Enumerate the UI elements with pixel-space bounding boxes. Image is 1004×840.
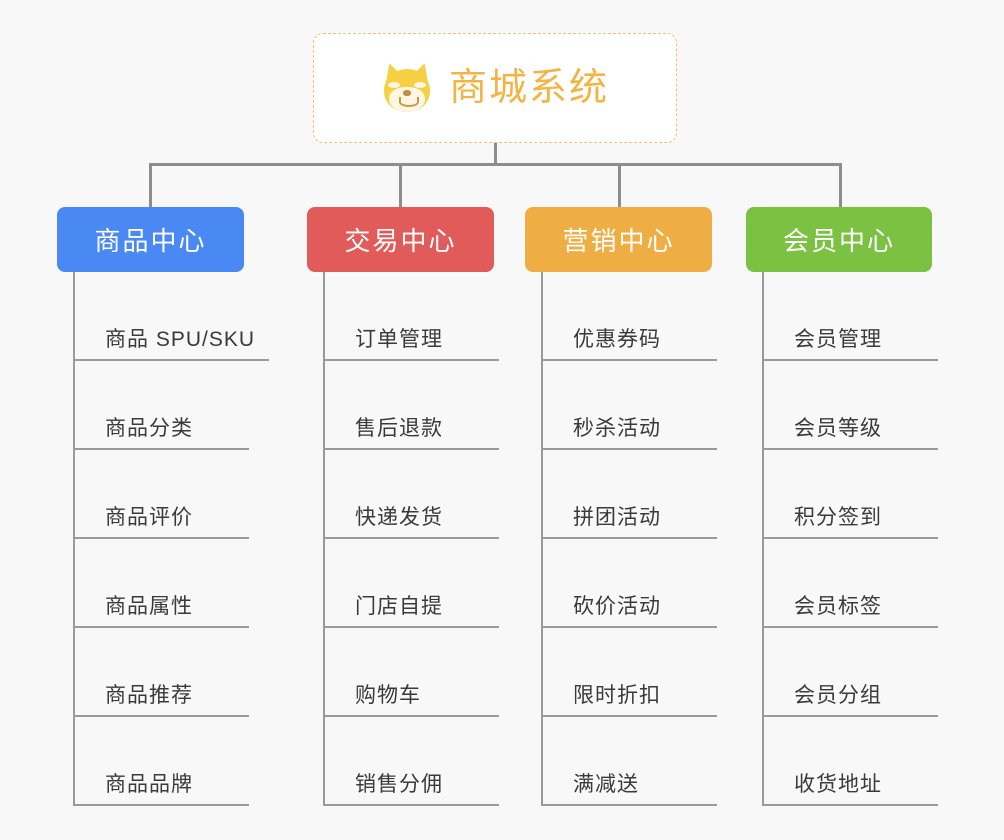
- branch-column-member: 会员中心 会员管理 会员等级 积分签到 会员标签 会员分组 收货地址: [746, 207, 938, 806]
- branch-header-label: 营销中心: [562, 226, 675, 256]
- leaf-item[interactable]: 限时折扣: [543, 628, 717, 717]
- leaf-label: 秒杀活动: [543, 412, 717, 450]
- leaf-label: 限时折扣: [543, 679, 717, 717]
- branch-header-trade[interactable]: 交易中心: [307, 207, 494, 272]
- connector-drop-3: [618, 163, 621, 208]
- branch-header-label: 会员中心: [782, 226, 895, 256]
- leaf-label: 购物车: [325, 679, 499, 717]
- leaf-label: 订单管理: [325, 323, 499, 361]
- leaf-label: 拼团活动: [543, 501, 717, 539]
- leaf-item[interactable]: 优惠券码: [543, 272, 717, 361]
- leaf-item[interactable]: 会员分组: [764, 628, 938, 717]
- branch-items-trade: 订单管理 售后退款 快递发货 门店自提 购物车 销售分佣: [323, 272, 499, 806]
- branch-column-trade: 交易中心 订单管理 售后退款 快递发货 门店自提 购物车 销售分佣: [307, 207, 499, 806]
- connector-horizontal-bus: [149, 163, 842, 166]
- branch-header-marketing[interactable]: 营销中心: [525, 207, 712, 272]
- leaf-item[interactable]: 拼团活动: [543, 450, 717, 539]
- leaf-label: 商品属性: [75, 590, 249, 628]
- branch-column-product: 商品中心 商品 SPU/SKU 商品分类 商品评价 商品属性 商品推荐 商品品牌: [57, 207, 270, 806]
- leaf-item[interactable]: 快递发货: [325, 450, 499, 539]
- leaf-label: 商品 SPU/SKU: [75, 323, 270, 361]
- leaf-item[interactable]: 满减送: [543, 717, 717, 806]
- branch-header-label: 交易中心: [344, 226, 457, 256]
- leaf-item[interactable]: 收货地址: [764, 717, 938, 806]
- leaf-label: 收货地址: [764, 768, 938, 806]
- branch-items-product: 商品 SPU/SKU 商品分类 商品评价 商品属性 商品推荐 商品品牌: [73, 272, 270, 806]
- leaf-label: 会员标签: [764, 590, 938, 628]
- leaf-item[interactable]: 商品评价: [75, 450, 269, 539]
- leaf-label: 商品推荐: [75, 679, 249, 717]
- connector-drop-1: [149, 163, 152, 208]
- branch-column-marketing: 营销中心 优惠券码 秒杀活动 拼团活动 砍价活动 限时折扣 满减送: [525, 207, 717, 806]
- leaf-item[interactable]: 商品推荐: [75, 628, 269, 717]
- leaf-label: 会员管理: [764, 323, 938, 361]
- leaf-item[interactable]: 购物车: [325, 628, 499, 717]
- leaf-label: 优惠券码: [543, 323, 717, 361]
- leaf-label: 满减送: [543, 768, 717, 806]
- root-node[interactable]: 商城系统: [313, 33, 677, 143]
- leaf-item[interactable]: 商品属性: [75, 539, 269, 628]
- leaf-label: 商品评价: [75, 501, 249, 539]
- leaf-item[interactable]: 秒杀活动: [543, 361, 717, 450]
- leaf-item[interactable]: 积分签到: [764, 450, 938, 539]
- leaf-item[interactable]: 会员标签: [764, 539, 938, 628]
- leaf-item[interactable]: 商品品牌: [75, 717, 269, 806]
- leaf-label: 会员等级: [764, 412, 938, 450]
- leaf-label: 销售分佣: [325, 768, 499, 806]
- branch-items-marketing: 优惠券码 秒杀活动 拼团活动 砍价活动 限时折扣 满减送: [541, 272, 717, 806]
- connector-drop-2: [399, 163, 402, 208]
- branch-header-label: 商品中心: [94, 226, 207, 256]
- root-title: 商城系统: [448, 67, 609, 109]
- leaf-item[interactable]: 销售分佣: [325, 717, 499, 806]
- leaf-item[interactable]: 商品分类: [75, 361, 269, 450]
- leaf-item[interactable]: 砍价活动: [543, 539, 717, 628]
- connector-drop-4: [839, 163, 842, 208]
- leaf-label: 商品品牌: [75, 768, 249, 806]
- connector-root-stem: [494, 143, 497, 165]
- leaf-label: 门店自提: [325, 590, 499, 628]
- leaf-label: 售后退款: [325, 412, 499, 450]
- leaf-item[interactable]: 订单管理: [325, 272, 499, 361]
- leaf-item[interactable]: 会员等级: [764, 361, 938, 450]
- leaf-item[interactable]: 售后退款: [325, 361, 499, 450]
- leaf-item[interactable]: 门店自提: [325, 539, 499, 628]
- branch-header-member[interactable]: 会员中心: [746, 207, 932, 272]
- leaf-label: 快递发货: [325, 501, 499, 539]
- leaf-label: 砍价活动: [543, 590, 717, 628]
- branch-header-product[interactable]: 商品中心: [57, 207, 244, 272]
- leaf-label: 商品分类: [75, 412, 249, 450]
- leaf-item[interactable]: 商品 SPU/SKU: [75, 272, 270, 361]
- shiba-dog-icon: [380, 60, 434, 114]
- leaf-label: 会员分组: [764, 679, 938, 717]
- branch-items-member: 会员管理 会员等级 积分签到 会员标签 会员分组 收货地址: [762, 272, 938, 806]
- leaf-label: 积分签到: [764, 501, 938, 539]
- leaf-item[interactable]: 会员管理: [764, 272, 938, 361]
